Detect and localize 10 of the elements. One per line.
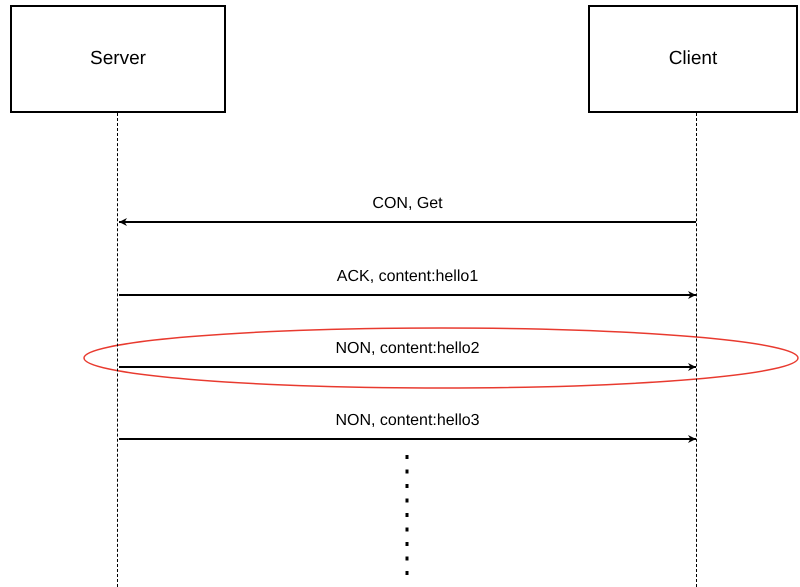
participant-label: Server bbox=[90, 48, 146, 70]
message-arrow bbox=[119, 291, 696, 299]
message-arrow bbox=[119, 218, 696, 226]
participant-box bbox=[588, 5, 798, 113]
participant-label: Client bbox=[668, 48, 718, 70]
lifeline bbox=[117, 113, 119, 587]
message-arrow bbox=[119, 435, 696, 443]
message-arrow bbox=[119, 363, 696, 371]
participant-box bbox=[10, 5, 226, 113]
lifeline bbox=[696, 113, 698, 587]
